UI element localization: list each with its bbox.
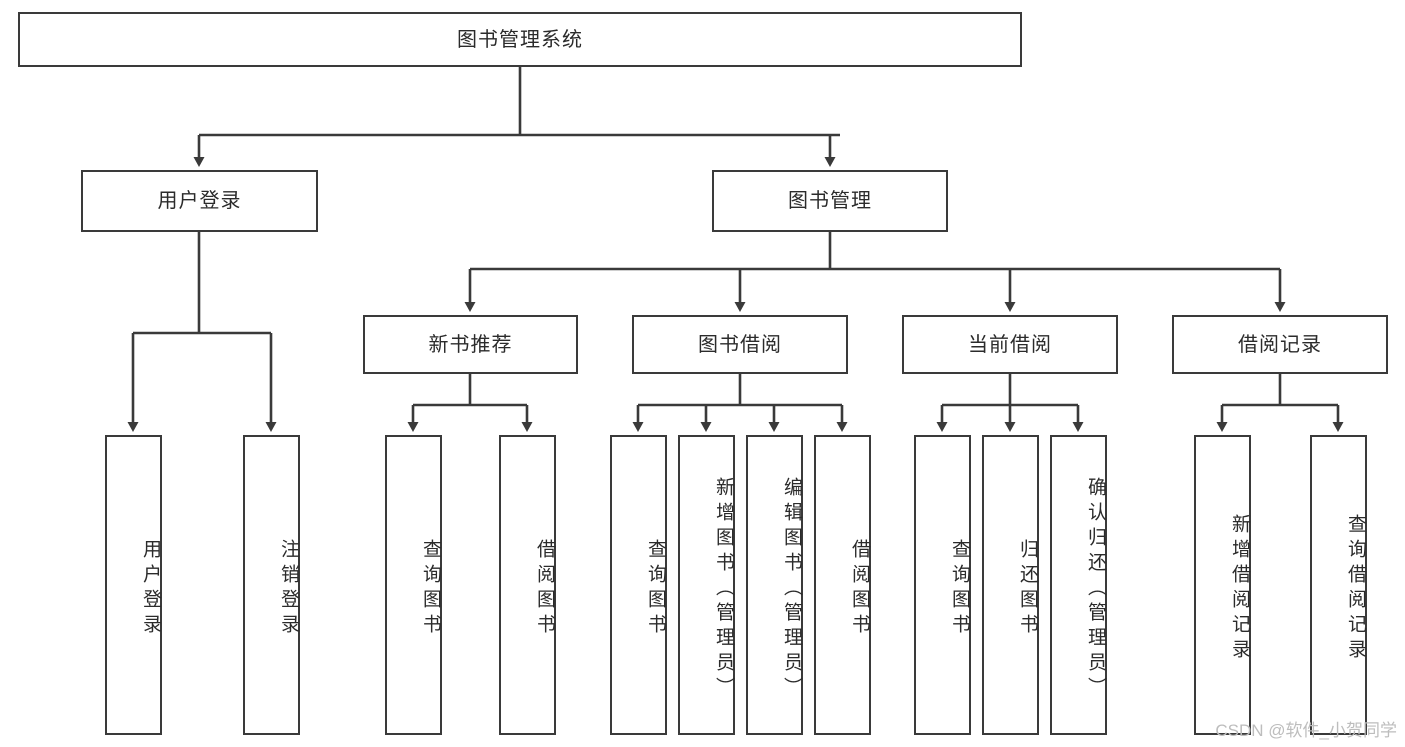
leaf-add-borrow-record[interactable]: 新增借阅记录: [1194, 435, 1251, 735]
node-label: 编辑图书（管理员）: [781, 476, 802, 702]
node-new-book-recommend[interactable]: 新书推荐: [363, 315, 578, 374]
node-label: 查询借阅记录: [1345, 514, 1366, 664]
leaf-user-login[interactable]: 用户登录: [105, 435, 162, 735]
node-label: 借阅记录: [1238, 333, 1322, 356]
node-label: 借阅图书: [849, 539, 870, 639]
leaf-query-book-borrow[interactable]: 查询图书: [610, 435, 667, 735]
node-label: 归还图书: [1017, 539, 1038, 639]
node-label: 图书管理: [788, 190, 872, 212]
node-label: 用户登录: [157, 190, 242, 212]
node-label: 图书借阅: [698, 333, 782, 356]
node-current-borrow[interactable]: 当前借阅: [902, 315, 1118, 374]
leaf-query-borrow-record[interactable]: 查询借阅记录: [1310, 435, 1367, 735]
node-label: 新增借阅记录: [1229, 514, 1250, 664]
node-label: 用户登录: [140, 539, 161, 639]
node-label: 查询图书: [949, 539, 970, 639]
csdn-watermark: CSDN @软件_小贺同学: [1215, 721, 1397, 740]
leaf-logout-login[interactable]: 注销登录: [243, 435, 300, 735]
leaf-add-book-admin[interactable]: 新增图书（管理员）: [678, 435, 735, 735]
leaf-query-book-recommend[interactable]: 查询图书: [385, 435, 442, 735]
node-borrow-record[interactable]: 借阅记录: [1172, 315, 1388, 374]
leaf-query-book-current[interactable]: 查询图书: [914, 435, 971, 735]
node-book-management[interactable]: 图书管理: [712, 170, 948, 232]
leaf-borrow-book-recommend[interactable]: 借阅图书: [499, 435, 556, 735]
node-label: 注销登录: [278, 539, 299, 639]
node-label: 确认归还（管理员）: [1085, 476, 1106, 702]
node-label: 借阅图书: [534, 539, 555, 639]
node-label: 新书推荐: [428, 333, 513, 356]
node-label: 查询图书: [645, 539, 666, 639]
node-book-borrow[interactable]: 图书借阅: [632, 315, 848, 374]
node-label: 图书管理系统: [457, 28, 583, 51]
leaf-edit-book-admin[interactable]: 编辑图书（管理员）: [746, 435, 803, 735]
leaf-confirm-return-admin[interactable]: 确认归还（管理员）: [1050, 435, 1107, 735]
node-root-book-management-system[interactable]: 图书管理系统: [18, 12, 1022, 67]
node-label: 新增图书（管理员）: [713, 476, 734, 702]
node-user-login[interactable]: 用户登录: [81, 170, 318, 232]
leaf-return-book[interactable]: 归还图书: [982, 435, 1039, 735]
node-label: 当前借阅: [968, 333, 1052, 356]
leaf-borrow-book-borrow[interactable]: 借阅图书: [814, 435, 871, 735]
node-label: 查询图书: [420, 539, 441, 639]
